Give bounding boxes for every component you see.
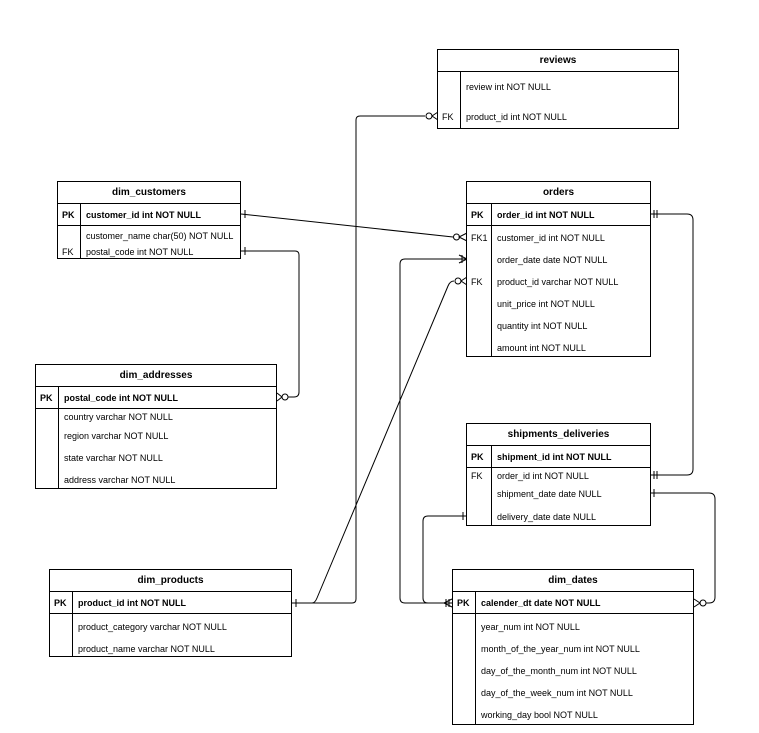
primary-key-row[interactable] [453, 592, 693, 614]
field-row[interactable]: state varchar NOT NULL [64, 453, 163, 463]
field-row[interactable]: unit_price int NOT NULL [497, 299, 595, 309]
fk-label: FK1 [471, 233, 488, 243]
fk-label: FK [471, 471, 483, 481]
field-row[interactable]: address varchar NOT NULL [64, 475, 176, 485]
pk-field-orders[interactable]: order_id int NOT NULL [497, 210, 595, 220]
fk-label: FK [471, 277, 483, 287]
pk-label: PK [40, 393, 53, 403]
primary-key-row[interactable] [50, 592, 291, 614]
field-row[interactable]: product_name varchar NOT NULL [78, 644, 215, 654]
primary-key-row[interactable] [36, 387, 276, 409]
primary-key-row[interactable] [467, 446, 650, 468]
pk-field-shipments_deliveries[interactable]: shipment_id int NOT NULL [497, 452, 612, 462]
table-title: dim_products [50, 570, 291, 592]
rel-customers-addresses [241, 247, 300, 402]
table-title: reviews [438, 50, 678, 72]
rel-orders-shipments [651, 210, 694, 479]
pk-field-dim_dates[interactable]: calender_dt date NOT NULL [481, 598, 601, 608]
field-row[interactable]: year_num int NOT NULL [481, 622, 580, 632]
key-column-divider [36, 387, 59, 488]
field-row[interactable]: delivery_date date NULL [497, 512, 597, 522]
field-row[interactable]: region varchar NOT NULL [64, 431, 169, 441]
table-title: dim_customers [58, 182, 240, 204]
pk-field-dim_products[interactable]: product_id int NOT NULL [78, 598, 186, 608]
table-title: dim_dates [453, 570, 693, 592]
primary-key-row[interactable] [58, 204, 240, 226]
table-reviews[interactable]: reviews review int NOT NULL FK product_id i… [437, 49, 679, 129]
field-row[interactable]: order_date date NOT NULL [497, 255, 608, 265]
field-row[interactable]: review int NOT NULL [466, 82, 551, 92]
pk-label: PK [471, 210, 484, 220]
pk-field-dim_addresses[interactable]: postal_code int NOT NULL [64, 393, 179, 403]
field-row[interactable]: customer_name char(50) NOT NULL [86, 231, 234, 241]
field-row[interactable]: amount int NOT NULL [497, 343, 586, 353]
pk-label: PK [62, 210, 75, 220]
rel-products-orders [296, 276, 468, 604]
field-row[interactable]: month_of_the_year_num int NOT NULL [481, 644, 640, 654]
field-row[interactable]: shipment_date date NULL [497, 489, 602, 499]
table-title: dim_addresses [36, 365, 276, 387]
pk-label: PK [54, 598, 67, 608]
pk-label: PK [457, 598, 470, 608]
field-row[interactable]: product_id int NOT NULL [466, 112, 567, 122]
rel-dates-delivery-date [422, 512, 467, 607]
key-column-divider [58, 204, 81, 258]
field-row[interactable]: customer_id int NOT NULL [497, 233, 605, 243]
key-column-divider [50, 592, 73, 656]
rel-dates-shipment-date [651, 489, 716, 608]
pk-label: PK [471, 452, 484, 462]
pk-field-dim_customers[interactable]: customer_id int NOT NULL [86, 210, 202, 220]
field-row[interactable]: product_category varchar NOT NULL [78, 622, 227, 632]
key-column-divider [467, 204, 492, 356]
rel-customers-orders [240, 210, 468, 242]
key-column-divider [467, 446, 492, 525]
key-column-divider [438, 72, 461, 128]
field-row[interactable]: country varchar NOT NULL [64, 412, 173, 422]
field-row[interactable]: quantity int NOT NULL [497, 321, 588, 331]
field-row[interactable]: postal_code int NOT NULL [86, 247, 194, 257]
table-title: orders [467, 182, 650, 204]
field-row[interactable]: working_day bool NOT NULL [481, 710, 598, 720]
fk-label: FK [62, 247, 74, 257]
field-row[interactable]: day_of_the_week_num int NOT NULL [481, 688, 633, 698]
key-column-divider [453, 592, 476, 724]
table-title: shipments_deliveries [467, 424, 650, 446]
fk-label: FK [442, 112, 454, 122]
field-row[interactable]: product_id varchar NOT NULL [497, 277, 619, 287]
primary-key-row[interactable] [467, 204, 650, 226]
field-row[interactable]: day_of_the_month_num int NOT NULL [481, 666, 637, 676]
field-row[interactable]: order_id int NOT NULL [497, 471, 589, 481]
